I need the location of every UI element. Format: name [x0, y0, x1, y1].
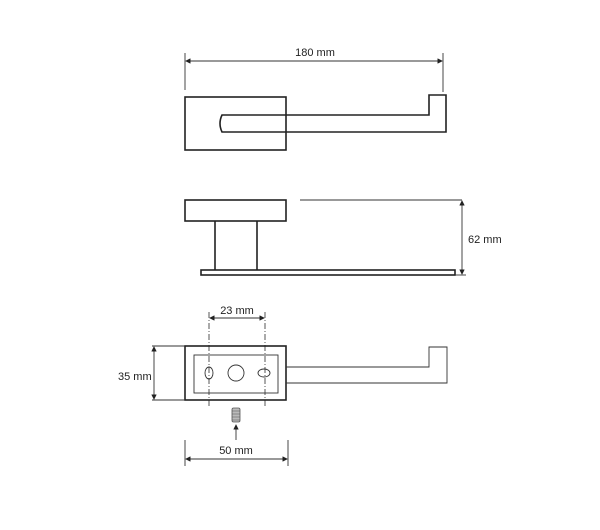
dimension-label-hole-spacing: 23 mm: [220, 305, 254, 317]
side-view: 62 mm: [184, 199, 502, 276]
side-arm: [200, 269, 456, 276]
center-hole: [227, 364, 245, 382]
mounting-plate-inner: [193, 354, 279, 394]
wall-plate: [184, 96, 287, 151]
holder-arm: [219, 94, 447, 133]
dimension-label-height: 62 mm: [468, 234, 502, 246]
mounting-plate-outer: [184, 345, 287, 401]
top-view: 180 mm: [184, 47, 447, 151]
set-screw-icon: [231, 407, 241, 423]
mounting-view: 23 mm 35 mm 50 mm: [118, 305, 448, 466]
side-stem: [214, 221, 258, 270]
dimension-label-length: 180 mm: [295, 47, 335, 59]
dimension-label-plate-width: 50 mm: [219, 445, 253, 457]
mounting-arm: [286, 346, 448, 384]
screw-hole-left: [204, 366, 214, 380]
dimension-label-plate-height: 35 mm: [118, 371, 152, 383]
side-plate: [184, 199, 287, 222]
screw-hole-right: [257, 368, 271, 378]
